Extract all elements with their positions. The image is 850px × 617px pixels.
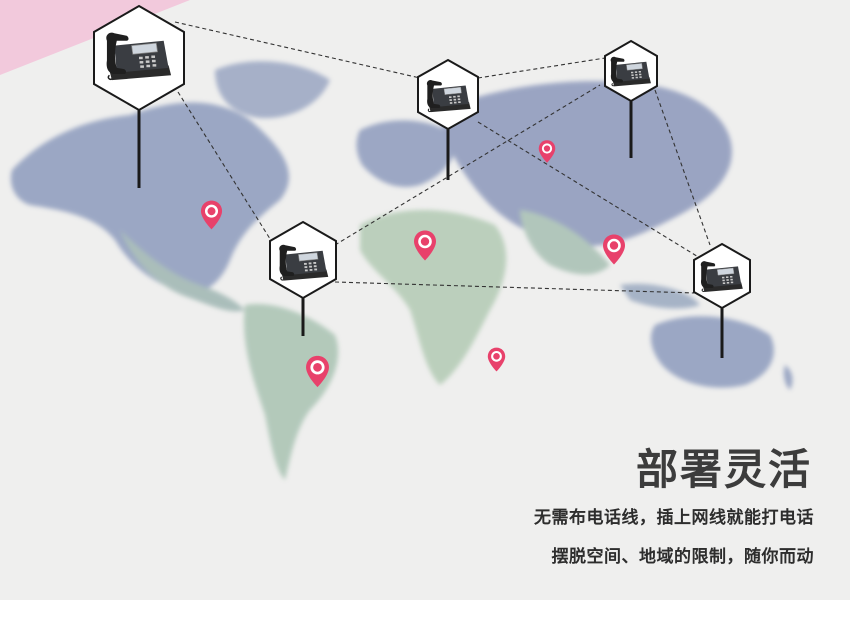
phone-node-southeast-asia (693, 242, 751, 310)
phone-node-north-america (93, 4, 185, 112)
phone-node-russia (604, 39, 658, 103)
page-title: 部署灵活 (635, 445, 812, 494)
connection-lines (174, 21, 711, 294)
phone-node-caribbean (269, 220, 337, 300)
bottom-band (0, 600, 850, 617)
world-map (10, 61, 793, 480)
location-pin-icon (487, 346, 506, 373)
page-canvas: 部署灵活 无需布电话线，插上网线就能打电话 摆脱空间、地域的限制，随你而动 (0, 0, 850, 600)
feature-line-1: 无需布电话线，插上网线就能打电话 (534, 508, 814, 528)
feature-line-2: 摆脱空间、地域的限制，随你而动 (551, 547, 814, 567)
location-pin-icon (602, 233, 626, 266)
world-map-scene (0, 0, 793, 480)
phone-node-europe (417, 58, 479, 131)
